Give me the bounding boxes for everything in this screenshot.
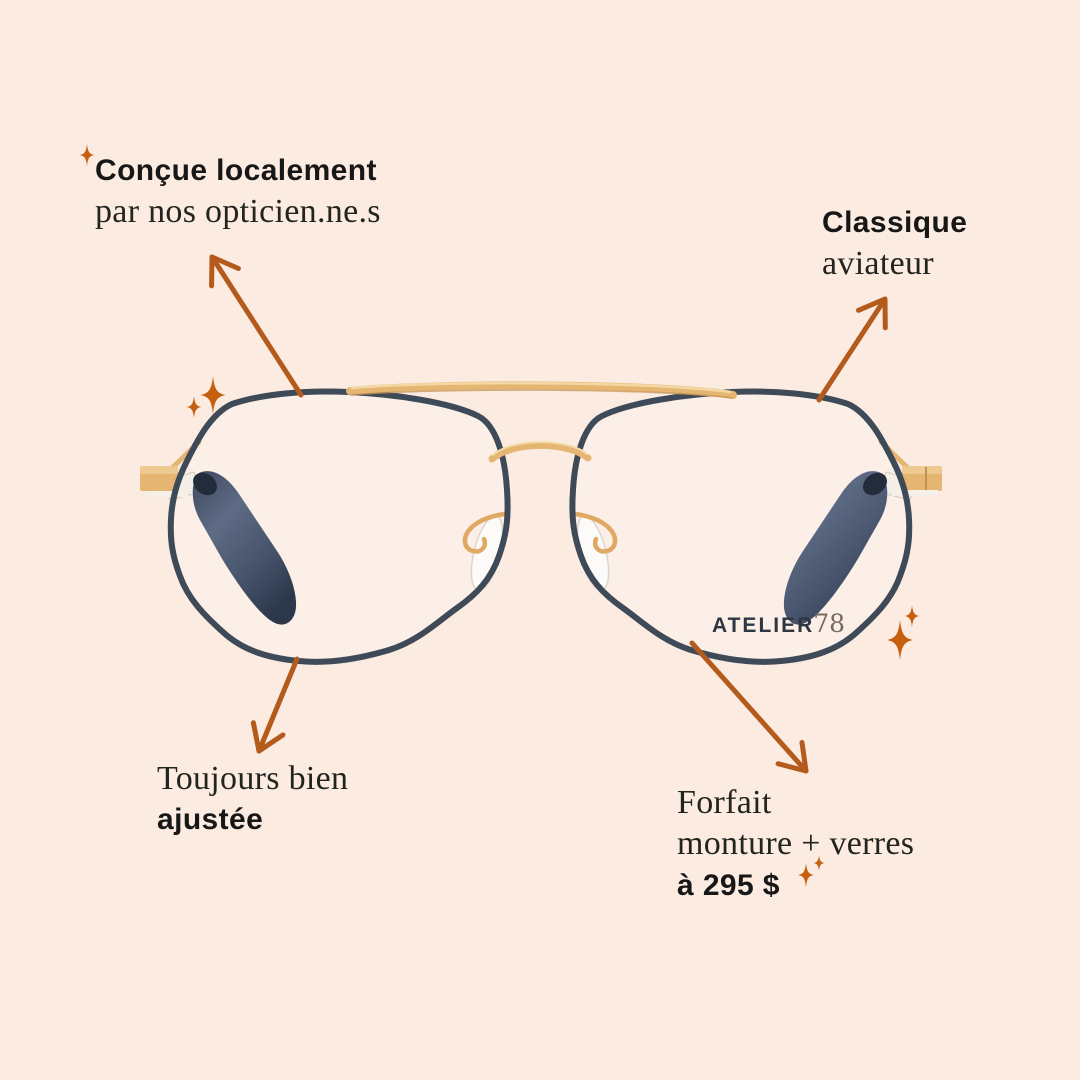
left-lens-rim [167,388,511,665]
sparkle-icon [886,620,914,660]
arrow-top-right [816,296,888,403]
lens-brand-text: ATELIER78 [712,609,845,638]
callout-arrows [209,254,888,774]
arrow-bottom-left [250,656,300,754]
lens-brand-number: 78 [813,609,845,638]
sparkle-icon [186,396,202,418]
glasses-browbar [346,381,737,399]
arrow-bottom-right [689,640,809,774]
arrow-top-left [209,254,304,398]
right-lens-rim [569,388,913,665]
callout-line: par nos opticien.ne.s [95,193,381,231]
callout-line: aviateur [822,245,934,283]
callout-line: Forfait [677,784,772,821]
callout-line: à 295 $ [677,868,780,902]
sparkle-icon [904,605,920,627]
callout-line: Conçue localement [95,154,377,187]
callout-line: Toujours bien [157,760,349,797]
callout-line: monture + verres [677,825,915,863]
callout-top-right: Classique aviateur [822,202,967,285]
callout-line: Classique [822,206,968,239]
sparkle-icon [79,144,95,166]
callout-top-left: Conçue localement par nos opticien.ne.s [95,150,381,233]
lens-rims [167,388,913,665]
callout-bottom-left: Toujours bien ajustée [157,758,348,841]
callout-bottom-right: Forfait monture + verres à 295 $ [677,782,914,906]
glasses-bridge [488,441,592,463]
callout-line: ajustée [157,803,264,837]
